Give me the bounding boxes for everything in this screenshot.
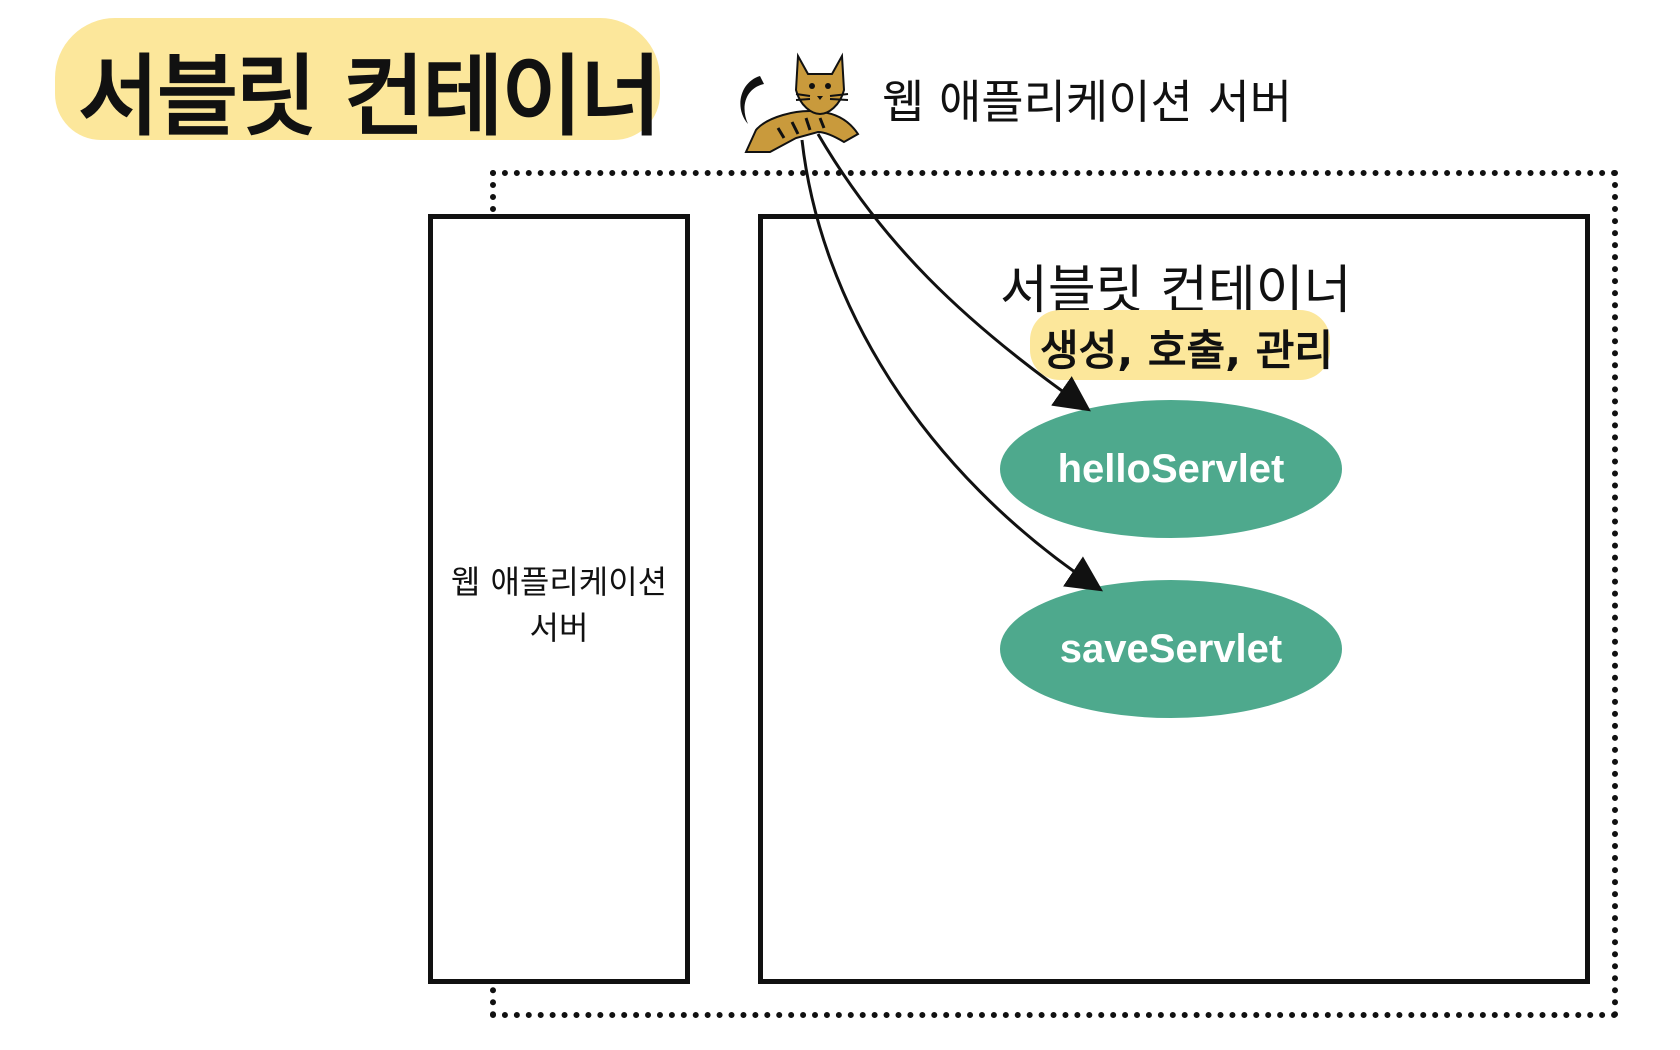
- was-box-label: 웹 애플리케이션 서버: [433, 559, 685, 651]
- tomcat-head: [796, 56, 844, 114]
- hello-servlet-node: helloServlet: [1000, 400, 1342, 538]
- save-servlet-label: saveServlet: [1060, 627, 1282, 672]
- tomcat-eye-left: [809, 83, 815, 89]
- save-servlet-node: saveServlet: [1000, 580, 1342, 718]
- tomcat-tail: [740, 76, 764, 124]
- tomcat-label: 웹 애플리케이션 서버: [882, 66, 1292, 132]
- tomcat-body: [746, 111, 858, 152]
- tomcat-cat-icon: [726, 46, 876, 156]
- tomcat-eye-right: [825, 83, 831, 89]
- web-application-server-box: 웹 애플리케이션 서버: [428, 214, 690, 984]
- was-box-label-line1: 웹 애플리케이션: [433, 559, 685, 605]
- was-box-label-line2: 서버: [433, 605, 685, 651]
- page-title: 서블릿 컨테이너: [78, 26, 659, 153]
- lifecycle-tag: 생성, 호출, 관리: [1040, 317, 1333, 378]
- hello-servlet-label: helloServlet: [1058, 447, 1285, 492]
